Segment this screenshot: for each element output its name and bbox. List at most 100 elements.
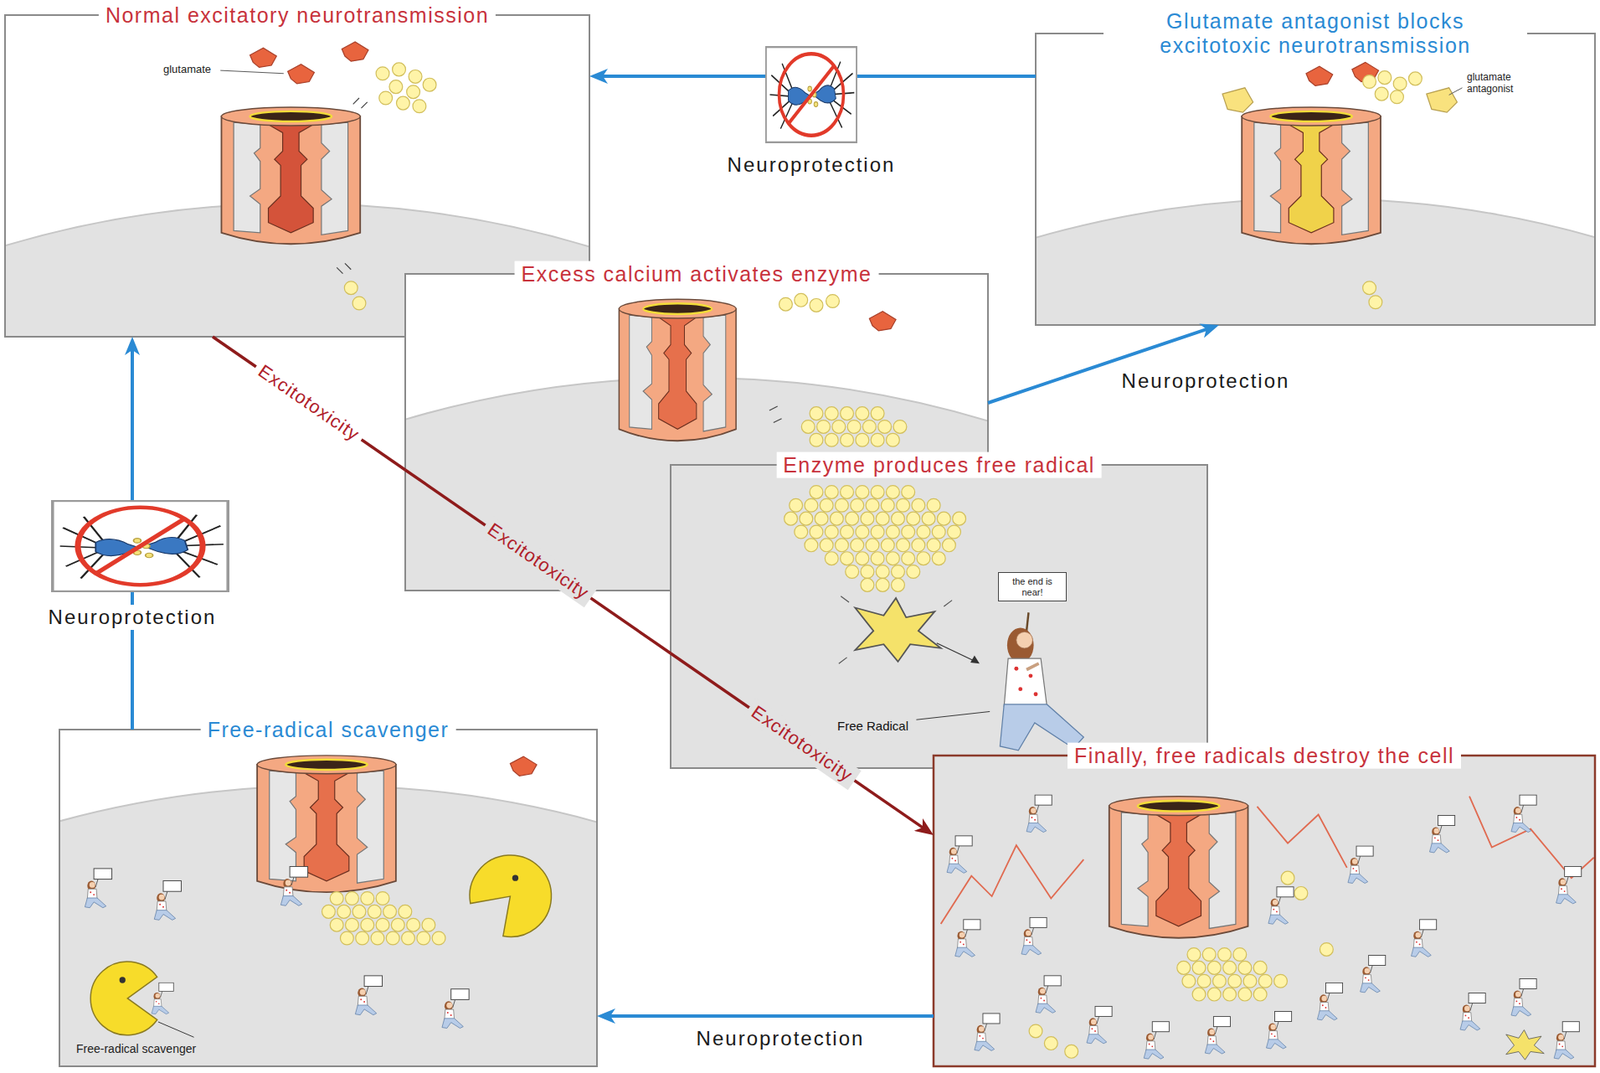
panel-normal [353,97,368,109]
panel-destroyed [1238,960,1252,974]
panel-destroyed [933,755,1595,1066]
panel-calcium [855,406,870,421]
panel-normal [375,66,390,81]
panel-enzyme [865,498,880,512]
panel-normal [412,99,427,114]
panel-enzyme [824,485,839,500]
panel-enzyme [952,511,967,525]
panel-enzyme [931,551,946,566]
panel-enzyme [804,538,819,552]
panel-box: Free-radical scavengerFree-radical scave… [59,729,597,1066]
panel-enzyme [824,524,839,539]
panel-enzyme [804,498,819,512]
panel-enzyme [670,464,1208,768]
panel-scavenger [512,874,519,880]
panel-antagonist [1363,75,1377,89]
panel-scavenger [345,917,360,932]
edge-label: Neuroprotection [1116,368,1296,394]
panel-antagonist [1222,61,1462,309]
callout-label: Free Radical [837,718,909,733]
panel-antagonist [1241,107,1381,244]
connector-arrow [405,469,671,654]
panel-destroyed [1347,845,1374,883]
panel-destroyed [1086,1005,1112,1043]
panel-calcium [862,420,876,434]
panel-enzyme [1007,627,1035,663]
connector-arrow [987,327,1213,403]
panel-enzyme [1016,631,1034,649]
panel-antagonist [1449,87,1463,96]
panel-normal [408,69,422,83]
text-slot: glutamate antagonist [1466,72,1521,96]
panel-calcium [817,420,831,434]
panel-enzyme [880,538,895,552]
panel-enzyme [784,511,798,525]
panel-enzyme [947,524,962,539]
panel-calcium [618,293,906,447]
panel-normal [422,77,437,92]
panel-enzyme [1028,673,1034,678]
label-slot: Excitotoxicity [249,357,369,450]
panel-scavenger [421,917,436,932]
neuroprotection-icon [766,46,857,143]
panel-scavenger [509,756,537,776]
panel-box: Normal excitatory neurotransmissiongluta… [5,15,590,337]
panel-destroyed [1207,987,1221,1001]
panel-enzyme [870,524,885,539]
label-slot: Neuroprotection [1116,368,1296,394]
panel-enzyme [1026,663,1040,669]
panel-calcium [847,420,861,434]
panel-enzyme [865,538,880,552]
panel-normal [336,262,351,273]
panel-enzyme [901,551,916,566]
panel-enzyme [819,498,834,512]
panel-calcium [809,298,824,312]
panel-calcium [832,420,846,434]
panel-scavenger [151,982,174,1014]
panel-enzyme [1013,666,1019,671]
panel-scavenger [337,904,351,918]
panel-scavenger [406,917,421,932]
panel-calcium [809,406,824,421]
panel-enzyme [840,485,855,500]
panel-destroyed [1319,942,1333,957]
panel-calcium [869,311,896,331]
panel-destroyed [1026,794,1052,832]
panel-calcium [618,298,736,441]
panel-destroyed [1294,885,1308,900]
panel-enzyme [915,710,990,720]
panel-enzyme [875,577,890,592]
panel-enzyme [901,524,916,539]
connector-arrow [670,653,928,831]
panel-calcium [878,420,892,434]
panel-destroyed [1253,987,1267,1001]
panel-enzyme [875,511,890,525]
edge-label: Neuroprotection [691,1025,870,1051]
panel-destroyed [1556,865,1582,903]
panel-destroyed [933,755,1595,1066]
panel-destroyed [1044,1036,1058,1050]
panel-destroyed [1553,1021,1580,1059]
label-slot: Excitotoxicity [478,515,598,608]
panel-scavenger [322,904,336,918]
panel-enzyme [885,485,900,500]
panel-enzyme [829,511,844,525]
panel-destroyed [1223,987,1237,1001]
panel-scavenger [390,917,405,932]
label-slot: Neuroprotection [43,604,222,630]
panel-title: Enzyme produces free radical [776,452,1102,479]
panel-destroyed [1258,973,1272,988]
panel-destroyed [1511,794,1537,832]
panel-destroyed [974,1013,1000,1050]
panel-enzyme [885,524,900,539]
panel-enzyme [891,511,906,525]
panel-destroyed [1212,973,1226,988]
panel-scavenger [370,931,385,945]
panel-destroyed [1177,960,1191,974]
panel-calcium [870,406,885,421]
panel-scavenger [59,729,597,1066]
panel-destroyed [1274,973,1288,988]
